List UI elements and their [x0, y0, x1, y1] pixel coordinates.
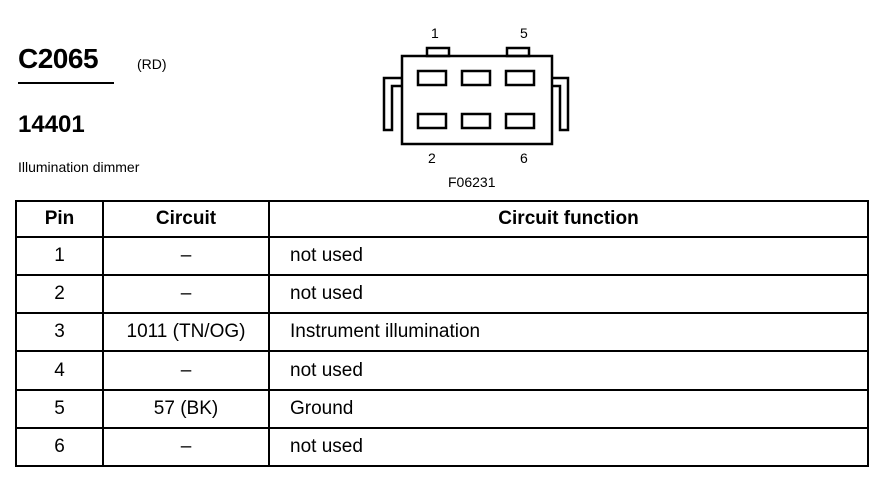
latch-top-left — [425, 46, 451, 58]
circuit-cell: – — [102, 426, 270, 468]
circuit-cell: – — [102, 274, 270, 315]
latch-top-right — [505, 46, 531, 58]
function-cell: not used — [268, 350, 869, 391]
header-pin: Pin — [15, 200, 104, 238]
table-row: 2 – not used — [15, 274, 869, 315]
connector-color: (RD) — [137, 56, 167, 72]
pin-cell: 4 — [15, 350, 104, 391]
cavity-top-middle — [460, 69, 492, 87]
function-cell: not used — [268, 235, 869, 277]
cavity-pin-1 — [416, 69, 448, 87]
table-row: 1 – not used — [15, 235, 869, 277]
connector-face-drawing — [382, 46, 570, 146]
function-cell: not used — [268, 426, 869, 468]
table-row: 5 57 (BK) Ground — [15, 388, 869, 429]
pin-label: 1 — [431, 25, 439, 41]
connector-id-underline — [18, 82, 114, 84]
connector-description: Illumination dimmer — [18, 159, 140, 175]
circuit-cell: – — [102, 350, 270, 391]
pin-cell: 6 — [15, 426, 104, 468]
pin-label: 5 — [520, 25, 528, 41]
circuit-cell: 57 (BK) — [102, 388, 270, 429]
table-header-row: Pin Circuit Circuit function — [15, 200, 869, 238]
connector-shell — [400, 54, 554, 146]
circuit-cell: – — [102, 235, 270, 277]
cavity-pin-5 — [504, 69, 536, 87]
table-row: 4 – not used — [15, 350, 869, 391]
header-circuit-function: Circuit function — [268, 200, 869, 238]
cavity-pin-2 — [416, 112, 448, 130]
circuit-cell: 1011 (TN/OG) — [102, 312, 270, 353]
function-cell: Instrument illumination — [268, 312, 869, 353]
part-number: 14401 — [18, 111, 85, 138]
pin-label: 2 — [428, 150, 436, 166]
cavity-pin-6 — [504, 112, 536, 130]
clip-left — [382, 76, 402, 132]
header-circuit: Circuit — [102, 200, 270, 238]
pin-table: Pin Circuit Circuit function 1 – not use… — [15, 200, 869, 468]
clip-right — [552, 76, 570, 132]
table-row: 6 – not used — [15, 426, 869, 468]
pin-cell: 1 — [15, 235, 104, 277]
pin-cell: 5 — [15, 388, 104, 429]
pin-label: 6 — [520, 150, 528, 166]
function-cell: Ground — [268, 388, 869, 429]
figure-id: F06231 — [448, 174, 496, 190]
table-row: 3 1011 (TN/OG) Instrument illumination — [15, 312, 869, 353]
cavity-bottom-middle — [460, 112, 492, 130]
connector-diagram: 1 5 2 6 F06231 — [370, 20, 590, 195]
connector-id: C2065 — [18, 43, 99, 74]
function-cell: not used — [268, 274, 869, 315]
pin-cell: 3 — [15, 312, 104, 353]
pin-cell: 2 — [15, 274, 104, 315]
